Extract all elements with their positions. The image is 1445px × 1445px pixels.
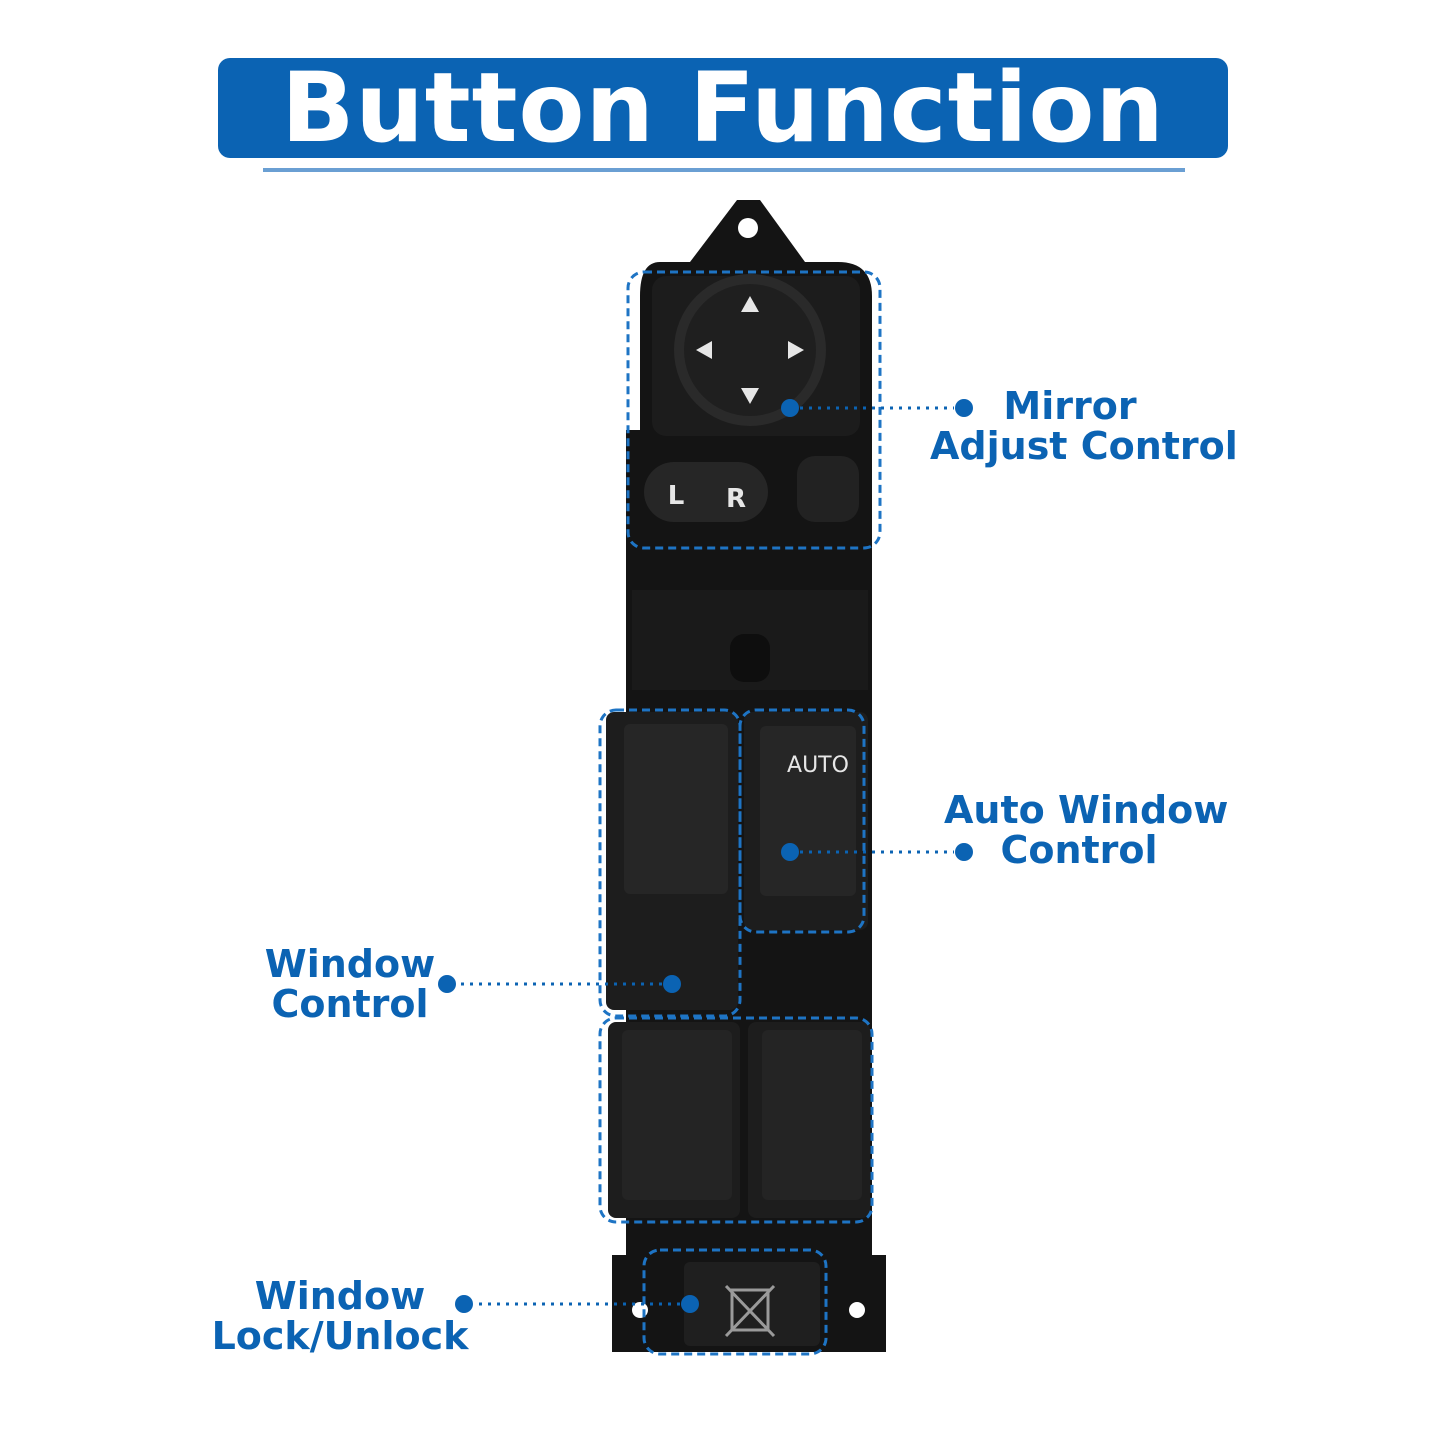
callout-markers	[438, 399, 973, 1313]
auto-end-marker	[955, 843, 973, 861]
lock-end-marker	[455, 1295, 473, 1313]
driver-switch-top	[624, 724, 728, 894]
title-banner: Button Function	[218, 58, 1228, 158]
auto-marker	[781, 843, 799, 861]
window-lock-icon	[724, 1284, 776, 1338]
window-callout-line2: Control	[271, 982, 429, 1026]
auto-window-highlight	[738, 708, 866, 934]
rear-right-switch-top	[762, 1030, 862, 1200]
window-highlight	[598, 708, 742, 1018]
rear-left-switch-top	[622, 1030, 732, 1200]
auto-label: AUTO	[787, 753, 849, 778]
lock-callout-line1: Window	[254, 1274, 426, 1318]
auto-window-callout: Auto Window Control	[944, 788, 1229, 872]
window-callout-line1: Window	[264, 942, 436, 986]
mirror-highlight	[626, 270, 882, 550]
window-end-marker	[438, 975, 456, 993]
window-callout: Window Control	[260, 944, 440, 1024]
screw-hole-right	[849, 1302, 865, 1318]
lock-callout-line2: Lock/Unlock	[211, 1314, 469, 1358]
lock-marker	[681, 1295, 699, 1313]
arrow-up-down-left-right-icon	[696, 296, 804, 404]
mirror-marker	[781, 399, 799, 417]
mirror-knob[interactable]	[684, 284, 816, 416]
auto-window-callout-line2: Control	[1000, 828, 1158, 872]
window-lock-button[interactable]	[684, 1262, 820, 1346]
title-underline	[263, 168, 1185, 172]
lock-highlight	[642, 1248, 828, 1356]
mounting-hole	[738, 218, 758, 238]
auto-switch-top	[760, 726, 856, 896]
mirror-selector[interactable]	[644, 462, 768, 522]
mirror-fold-button[interactable]	[797, 456, 859, 522]
auto-window-callout-line1: Auto Window	[944, 788, 1229, 832]
lock-callout: Window Lock/Unlock	[210, 1276, 470, 1356]
mirror-callout-line2: Adjust Control	[930, 424, 1238, 468]
mirror-callout-line1: Mirror	[1003, 384, 1137, 428]
window-marker	[663, 975, 681, 993]
mirror-end-marker	[955, 399, 973, 417]
mirror-left-label: L	[668, 481, 685, 511]
page-title: Button Function	[281, 52, 1165, 164]
rear-window-highlight	[598, 1016, 874, 1224]
mirror-right-label: R	[726, 484, 746, 514]
mirror-callout: Mirror Adjust Control	[930, 384, 1238, 468]
mid-recess	[730, 634, 770, 682]
